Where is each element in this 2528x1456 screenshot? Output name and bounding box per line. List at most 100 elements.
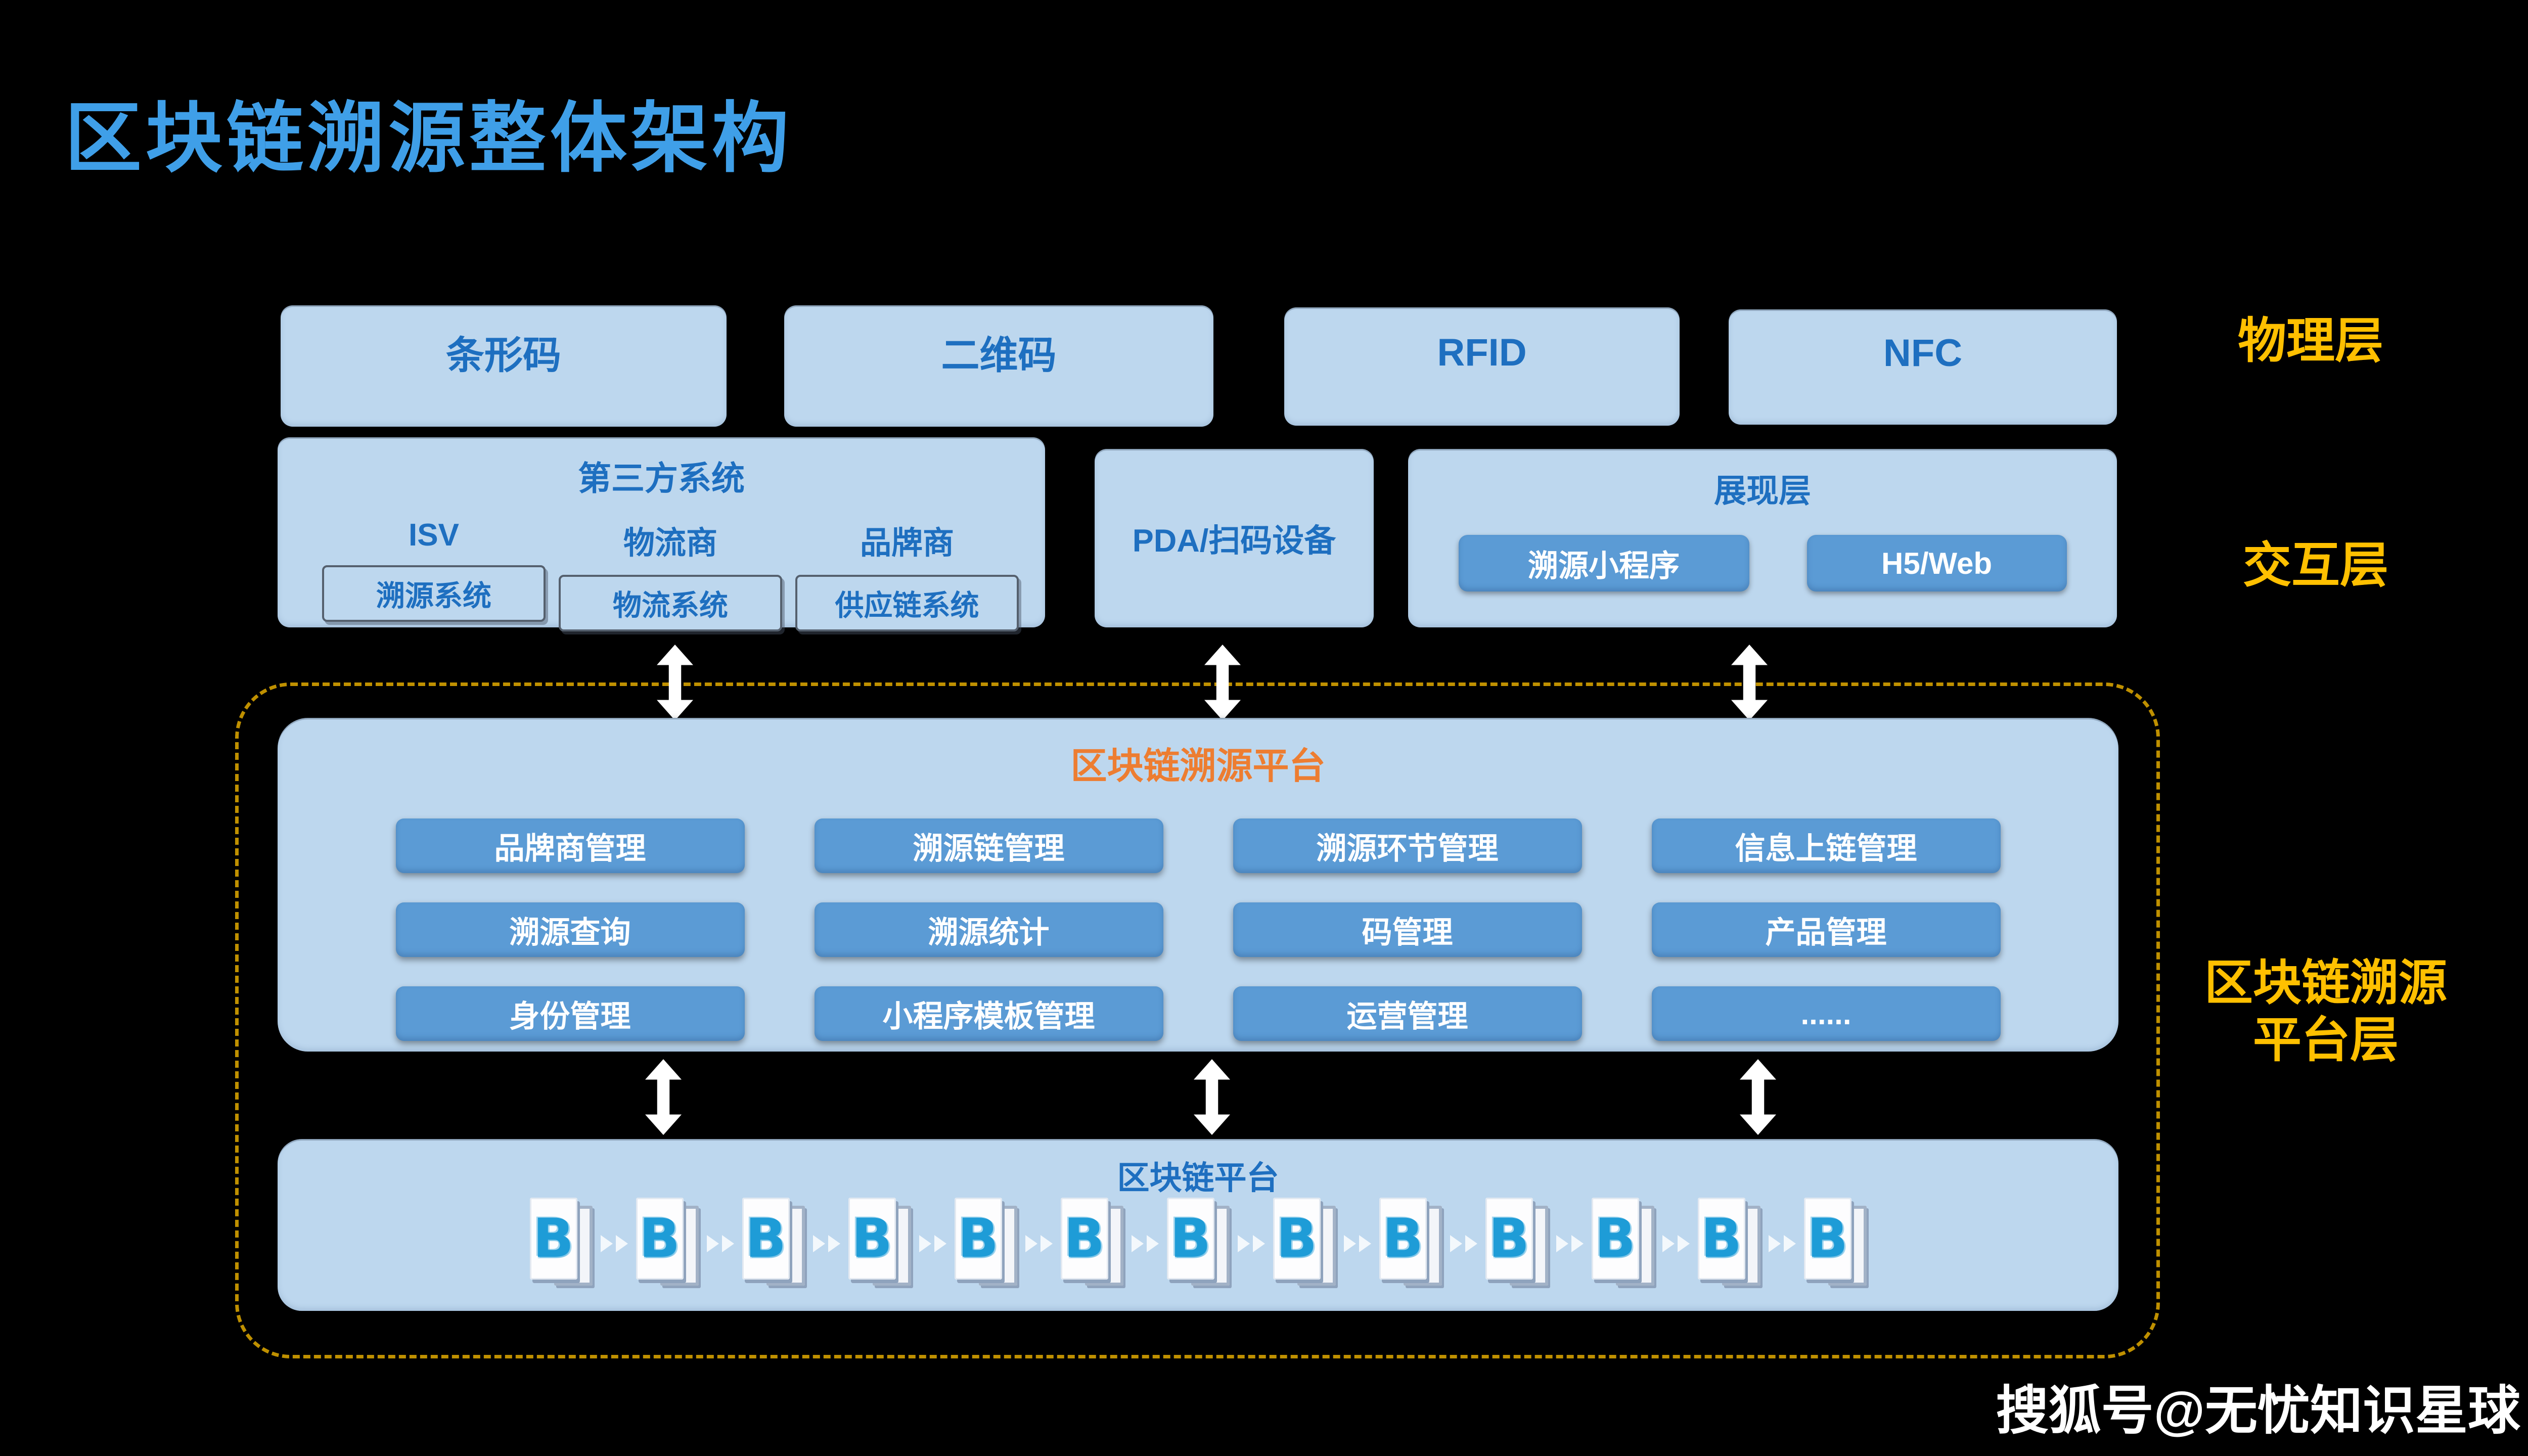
chevron-right-icon — [1237, 1235, 1265, 1252]
module-miniapp-template-mgmt: 小程序模板管理 — [814, 986, 1163, 1041]
blockchain-block-icon: B — [1591, 1198, 1654, 1290]
block-page-front-icon: B — [1273, 1198, 1321, 1280]
traceability-platform-title: 区块链溯源平台 — [1070, 746, 1326, 787]
module-trace-stats: 溯源统计 — [814, 902, 1163, 957]
block-page-front-icon: B — [529, 1198, 577, 1280]
physical-box-label: RFID — [1437, 331, 1527, 374]
bitcoin-b-glyph-icon: B — [1382, 1207, 1423, 1269]
bitcoin-b-glyph-icon: B — [958, 1207, 999, 1269]
traceability-platform-box: 区块链溯源平台 品牌商管理 溯源链管理 溯源环节管理 信息上链管理 溯源查询 溯… — [278, 718, 2118, 1052]
blockchain-block-icon: B — [1060, 1198, 1123, 1290]
watermark-text: 搜狐号@无忧知识星球 — [1996, 1382, 2520, 1440]
third-party-role: 品牌商 — [860, 526, 954, 561]
module-identity-mgmt: 身份管理 — [395, 986, 745, 1041]
physical-box-rfid: RFID — [1284, 307, 1680, 426]
third-party-role: 物流商 — [623, 526, 717, 561]
block-page-front-icon: B — [1803, 1198, 1852, 1280]
blockchain-block-icon: B — [529, 1198, 593, 1290]
chevron-right-icon — [1131, 1235, 1159, 1252]
bitcoin-b-glyph-icon: B — [1488, 1207, 1529, 1269]
layer-label-interaction: 交互层 — [2243, 538, 2388, 593]
chevron-right-icon — [1450, 1235, 1477, 1252]
block-page-front-icon: B — [848, 1198, 896, 1280]
third-party-system-box: 溯源系统 — [322, 565, 546, 622]
module-chain-info-mgmt: 信息上链管理 — [1651, 818, 2001, 873]
layer-label-platform-line1: 区块链溯源 — [2204, 956, 2447, 1010]
presentation-title: 展现层 — [1714, 473, 1811, 509]
blockchain-block-icon: B — [1697, 1198, 1760, 1290]
chevron-right-icon — [1768, 1235, 1796, 1252]
third-party-system-box: 物流系统 — [559, 575, 782, 631]
chevron-right-icon — [1025, 1235, 1053, 1252]
third-party-col-brand: 品牌商 供应链系统 — [795, 517, 1019, 631]
page-title: 区块链溯源整体架构 — [65, 97, 793, 181]
module-trace-step-mgmt: 溯源环节管理 — [1233, 818, 1582, 873]
blockchain-block-icon: B — [1273, 1198, 1336, 1290]
blockchain-block-icon: B — [742, 1198, 805, 1290]
bitcoin-b-glyph-icon: B — [533, 1207, 574, 1269]
layer-label-platform-line2: 平台层 — [2253, 1013, 2399, 1068]
module-product-mgmt: 产品管理 — [1651, 902, 2001, 957]
third-party-title: 第三方系统 — [578, 460, 745, 497]
blockchain-block-icon: B — [1803, 1198, 1867, 1290]
block-page-front-icon: B — [1485, 1198, 1533, 1280]
chevron-right-icon — [812, 1235, 840, 1252]
blockchain-block-icon: B — [1485, 1198, 1548, 1290]
third-party-systems-box: 第三方系统 ISV 溯源系统 物流商 物流系统 品牌商 供应链系统 — [278, 437, 1045, 631]
third-party-col-logistics: 物流商 物流系统 — [559, 517, 782, 631]
module-trace-query: 溯源查询 — [395, 902, 745, 957]
chevron-right-icon — [1343, 1235, 1371, 1252]
chevron-right-icon — [1556, 1235, 1584, 1252]
chevron-right-icon — [600, 1235, 628, 1252]
chevron-right-icon — [919, 1235, 946, 1252]
chevron-right-icon — [1662, 1235, 1690, 1252]
blockchain-block-icon: B — [1166, 1198, 1230, 1290]
block-page-front-icon: B — [636, 1198, 684, 1280]
module-brand-mgmt: 品牌商管理 — [395, 818, 745, 873]
block-page-front-icon: B — [1379, 1198, 1427, 1280]
block-page-front-icon: B — [742, 1198, 790, 1280]
physical-box-barcode: 条形码 — [281, 305, 727, 427]
pda-scan-device-label: PDA/扫码设备 — [1132, 523, 1336, 559]
bitcoin-b-glyph-icon: B — [1807, 1207, 1848, 1269]
physical-box-qrcode: 二维码 — [784, 305, 1213, 427]
bitcoin-b-glyph-icon: B — [1701, 1207, 1742, 1269]
bitcoin-b-glyph-icon: B — [1170, 1207, 1211, 1269]
bitcoin-b-glyph-icon: B — [851, 1207, 892, 1269]
module-trace-chain-mgmt: 溯源链管理 — [814, 818, 1163, 873]
presentation-buttons: 溯源小程序 H5/Web — [1408, 535, 2117, 592]
bitcoin-b-glyph-icon: B — [745, 1207, 786, 1269]
blockchain-block-icon: B — [636, 1198, 699, 1290]
bitcoin-b-glyph-icon: B — [1276, 1207, 1317, 1269]
third-party-role: ISV — [409, 518, 459, 553]
block-page-front-icon: B — [954, 1198, 1002, 1280]
block-page-front-icon: B — [1166, 1198, 1214, 1280]
block-page-front-icon: B — [1591, 1198, 1639, 1280]
module-more-ellipsis: ...... — [1651, 986, 2001, 1041]
physical-box-label: 条形码 — [446, 334, 561, 377]
presentation-layer-box: 展现层 溯源小程序 H5/Web — [1408, 449, 2117, 627]
block-page-front-icon: B — [1060, 1198, 1108, 1280]
blockchain-platform-title: 区块链平台 — [1117, 1160, 1279, 1196]
layer-label-platform: 区块链溯源 平台层 — [2179, 954, 2472, 1069]
pda-scan-device-box: PDA/扫码设备 — [1095, 449, 1374, 627]
chevron-right-icon — [706, 1235, 734, 1252]
layer-label-physical: 物理层 — [2238, 314, 2383, 368]
h5-web-button: H5/Web — [1807, 535, 2067, 592]
blockchain-block-icon: B — [954, 1198, 1017, 1290]
third-party-columns: ISV 溯源系统 物流商 物流系统 品牌商 供应链系统 — [278, 517, 1045, 631]
third-party-system-box: 供应链系统 — [795, 575, 1019, 631]
physical-box-label: NFC — [1883, 331, 1963, 375]
blockchain-block-icon: B — [1379, 1198, 1442, 1290]
blockchain-block-icon: B — [848, 1198, 911, 1290]
platform-layer-dashed-boundary — [235, 682, 2160, 1358]
mini-program-button: 溯源小程序 — [1458, 535, 1749, 592]
bitcoin-b-glyph-icon: B — [639, 1207, 680, 1269]
platform-module-grid: 品牌商管理 溯源链管理 溯源环节管理 信息上链管理 溯源查询 溯源统计 码管理 … — [278, 818, 2118, 1041]
block-page-front-icon: B — [1697, 1198, 1745, 1280]
physical-box-label: 二维码 — [941, 334, 1057, 377]
physical-box-nfc: NFC — [1729, 309, 2117, 425]
